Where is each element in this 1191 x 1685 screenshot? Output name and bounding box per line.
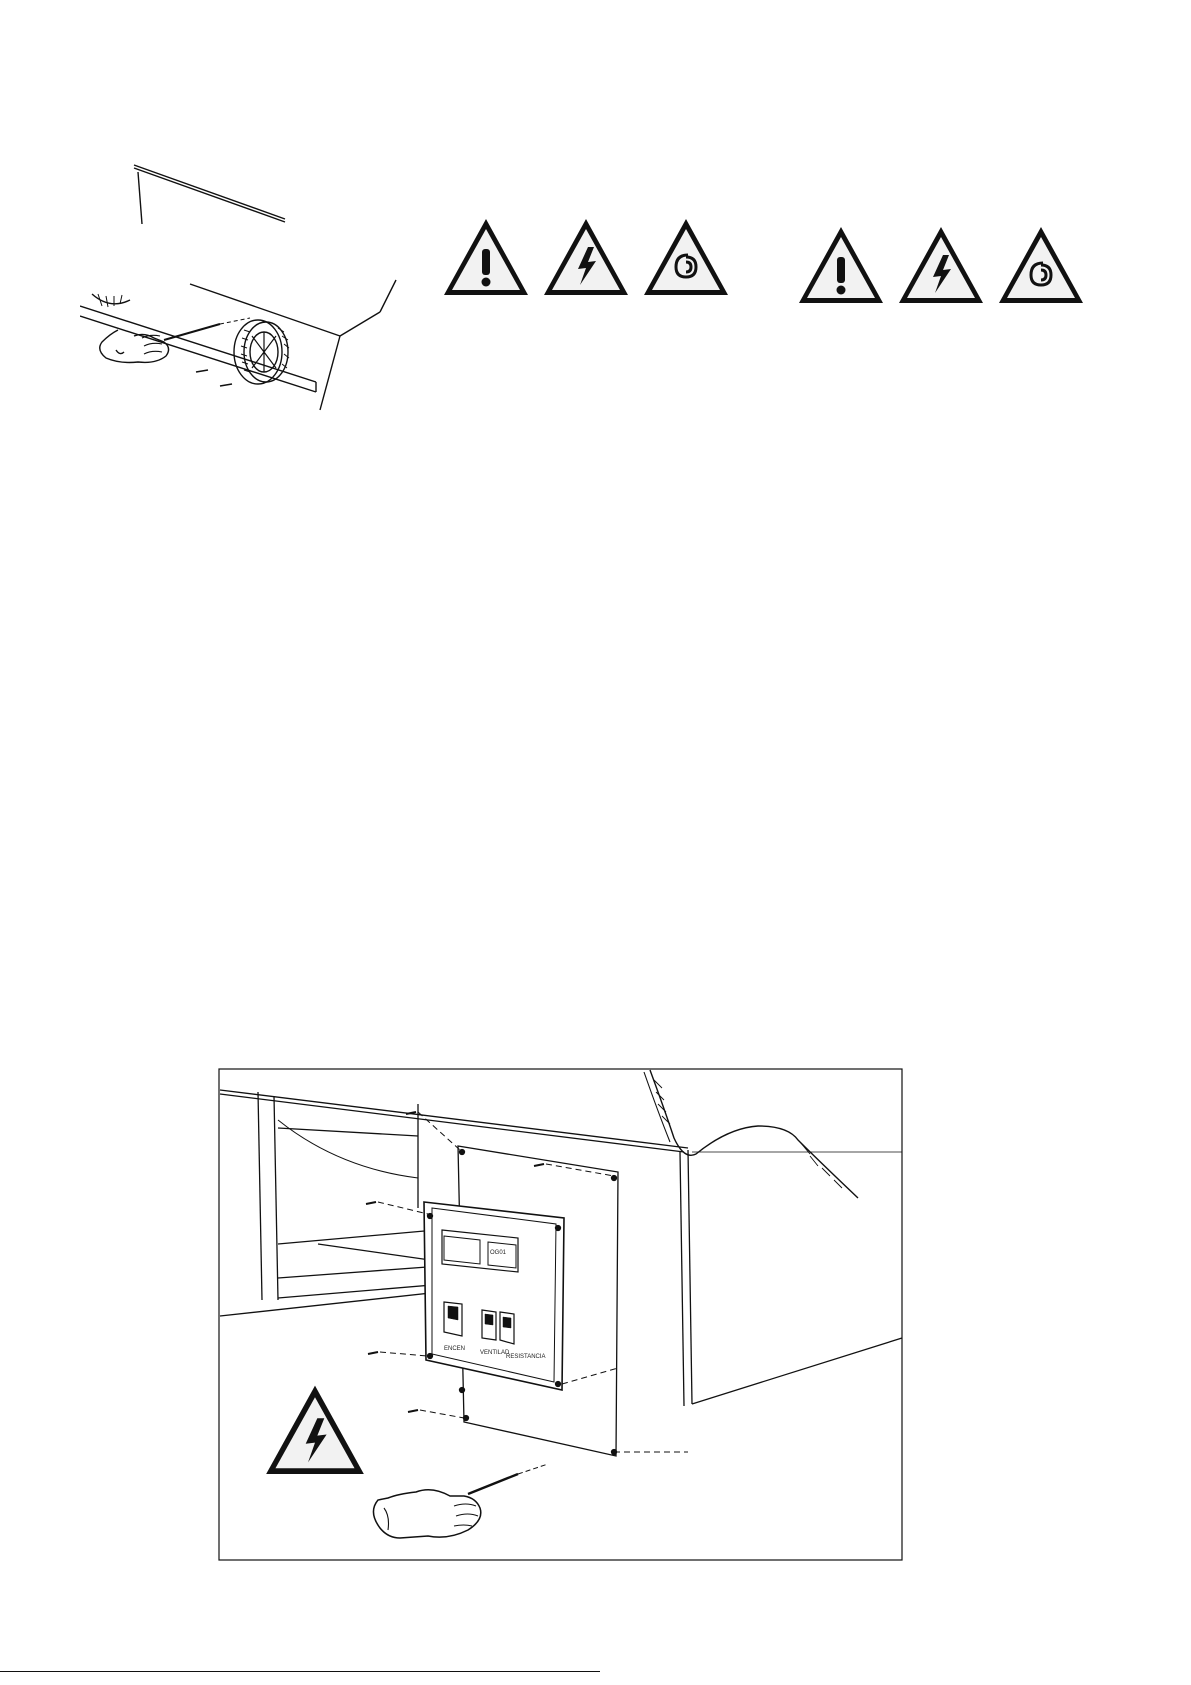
- rotating-fan-hazard-icon: [995, 223, 1087, 309]
- control-panel-removal-illustration: OG01 ENCEN VENTILAD RESISTANCIA: [218, 1068, 904, 1564]
- fan-removal-illustration: [80, 160, 420, 460]
- footer-rule: [0, 1671, 600, 1672]
- switch-label-3: RESISTANCIA: [506, 1354, 546, 1360]
- switch-label-1: ENCEN: [444, 1346, 465, 1352]
- exclamation-warning-icon: [440, 215, 532, 301]
- rotating-fan-hazard-icon: [640, 215, 732, 301]
- electric-hazard-icon: [895, 223, 987, 309]
- panel-display-text: OG01: [490, 1250, 507, 1256]
- electric-hazard-icon: [260, 1381, 370, 1481]
- electric-hazard-icon: [540, 215, 632, 301]
- warning-signs-row: [440, 215, 1130, 325]
- exclamation-warning-icon: [795, 223, 887, 309]
